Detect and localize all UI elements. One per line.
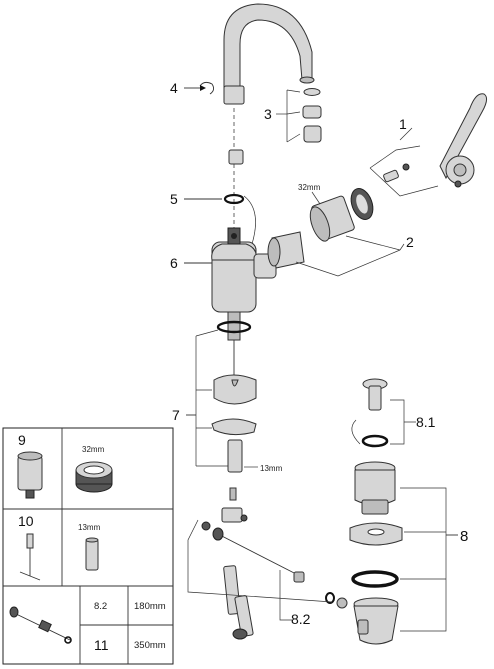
legend-10-spindle-icon — [19, 533, 41, 581]
legend-11-number: 11 — [94, 637, 109, 653]
pop-up-rod-assembly: 8.2 — [187, 507, 348, 640]
callout-1: 1 — [399, 116, 407, 132]
fixing-13mm-label: 13mm — [260, 464, 283, 473]
legend-10-fitting-icon — [85, 537, 99, 571]
part-8-waste: 8.1 8 — [349, 378, 468, 645]
callout-2: 2 — [406, 234, 414, 250]
cartridge-32mm-label: 32mm — [298, 183, 321, 192]
callout-3: 3 — [264, 106, 272, 122]
legend-10-size: 13mm — [78, 523, 101, 532]
callout-8-2: 8.2 — [291, 611, 311, 627]
part-4-clip: 4 — [170, 80, 215, 96]
part-2-cartridge: 32mm 2 — [267, 183, 414, 277]
part-5-o-ring: 5 — [170, 191, 256, 245]
legend-180mm-length: 180mm — [134, 601, 166, 612]
callout-7: 7 — [172, 407, 180, 423]
legend-11-rod-icon — [9, 606, 72, 644]
callout-8-1: 8.1 — [416, 414, 436, 430]
legend-9-size: 32mm — [82, 445, 105, 454]
legend-9-cartridge-icon — [17, 451, 43, 499]
spout — [223, 3, 315, 230]
callout-4: 4 — [170, 80, 178, 96]
part-7-fixing-set: 7 13mm — [172, 320, 283, 501]
callout-6: 6 — [170, 255, 178, 271]
legend-9-number: 9 — [18, 432, 26, 448]
part-3-aerator: 3 — [264, 88, 322, 143]
part-6-body: 6 — [170, 227, 277, 376]
part-1-lever: 1 — [369, 93, 488, 197]
legend-10-number: 10 — [18, 513, 34, 529]
callout-8: 8 — [460, 528, 468, 545]
spout-nut — [228, 149, 244, 165]
legend-350mm-length: 350mm — [134, 640, 166, 651]
legend-9-ring-icon — [75, 461, 113, 493]
spare-parts-legend: 9 32mm 10 13mm — [2, 427, 174, 665]
callout-5: 5 — [170, 191, 178, 207]
legend-8-2-number: 8.2 — [94, 601, 107, 612]
